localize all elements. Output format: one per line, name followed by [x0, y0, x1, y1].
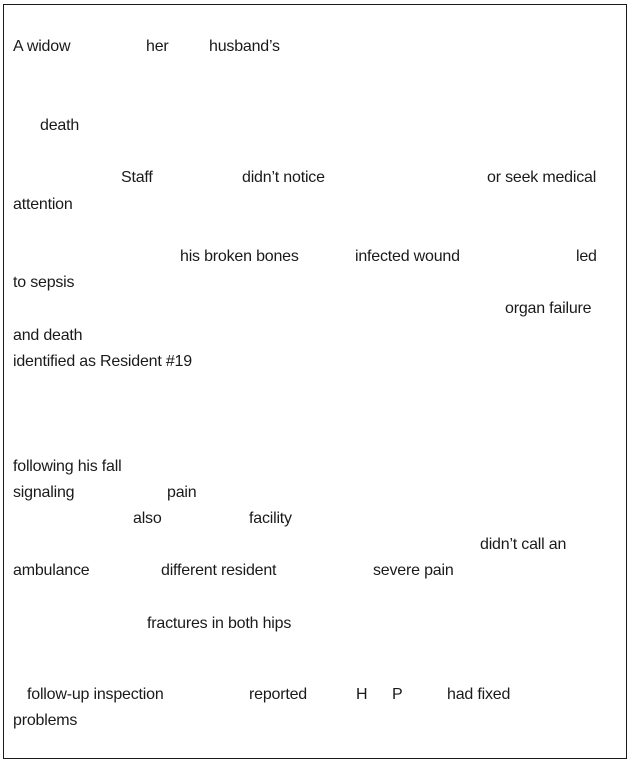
text-fragment: reported	[249, 686, 307, 703]
text-fragment: led	[576, 248, 597, 265]
document-frame	[3, 4, 627, 759]
text-fragment: identified as Resident #19	[13, 353, 192, 370]
text-fragment: follow-up inspection	[27, 686, 164, 703]
text-fragment: fractures in both hips	[147, 615, 292, 632]
text-fragment: signaling	[13, 484, 75, 501]
text-fragment: following his fall	[13, 458, 122, 475]
text-fragment: to sepsis	[13, 274, 75, 291]
text-fragment: problems	[13, 712, 78, 729]
text-fragment: had fixed	[447, 686, 511, 703]
text-fragment: death	[40, 117, 80, 134]
text-fragment: also	[133, 510, 162, 527]
text-fragment: organ failure	[505, 300, 592, 317]
text-fragment: different resident	[161, 562, 277, 579]
text-fragment: ambulance	[13, 562, 90, 579]
text-fragment: husband’s	[209, 38, 280, 55]
text-fragment: facility	[249, 510, 292, 527]
text-fragment: and death	[13, 327, 83, 344]
text-fragment: her	[146, 38, 169, 55]
text-fragment: didn’t call an	[480, 536, 567, 553]
text-fragment: H	[356, 686, 368, 703]
text-fragment: or seek medical	[487, 169, 597, 186]
text-fragment: A widow	[13, 38, 71, 55]
text-fragment: infected wound	[355, 248, 460, 265]
text-fragment: severe pain	[373, 562, 454, 579]
text-fragment: Staff	[121, 169, 153, 186]
text-fragment: his broken bones	[180, 248, 299, 265]
text-fragment: didn’t notice	[242, 169, 325, 186]
text-fragment: pain	[167, 484, 197, 501]
text-fragment: P	[392, 686, 403, 703]
text-fragment: attention	[13, 196, 73, 213]
